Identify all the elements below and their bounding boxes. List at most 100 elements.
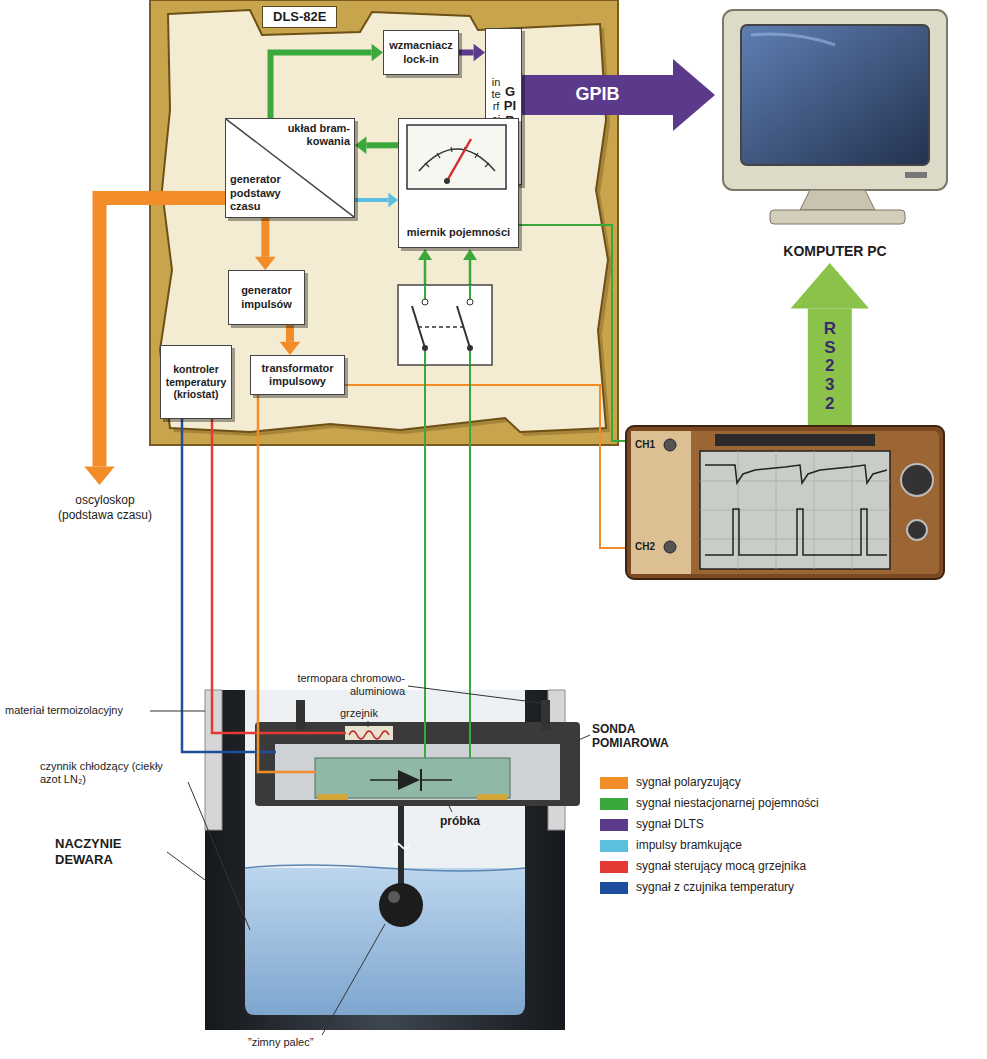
oscilloscope-node <box>631 431 939 574</box>
oscilloscope-node <box>700 451 890 569</box>
legend-swatch <box>600 798 628 810</box>
capacitance-meter-box <box>407 125 506 189</box>
part-label: próbka <box>440 814 500 828</box>
leader-line <box>368 721 369 727</box>
node-text: KOMPUTER PC <box>740 243 930 260</box>
capacitance-meter-box <box>399 119 516 199</box>
signal-arrow <box>355 193 398 207</box>
pulse-transformer-box: transformator impulsowy <box>250 355 345 395</box>
node-text: kontroler temperatury (kriostat) <box>164 363 228 401</box>
signal-wire <box>469 365 471 758</box>
dewar-vessel <box>245 868 525 1015</box>
relay-switch <box>467 299 473 305</box>
computer-node <box>800 190 875 210</box>
oscilloscope-node <box>625 425 945 580</box>
oscilloscope-node <box>715 434 875 446</box>
node-text: CH1 <box>635 439 655 451</box>
leader-line <box>322 924 385 1035</box>
arrow-head <box>791 263 869 309</box>
arrow-head <box>474 44 485 62</box>
signal-wire <box>424 365 426 758</box>
gating-timebase-box: układ bram-kowaniagenerator podstawy cza… <box>225 118 355 218</box>
signal-wire <box>515 225 625 441</box>
oscilloscope-node <box>700 451 890 569</box>
legend-swatch <box>600 777 628 789</box>
legend-swatch <box>600 840 628 852</box>
relay-switch <box>469 350 471 365</box>
oscilloscope-node <box>631 431 691 574</box>
oscilloscope-node <box>901 464 933 496</box>
arrow-head <box>388 193 398 207</box>
signal-arrow <box>459 44 485 62</box>
gating-timebase-box <box>226 119 354 217</box>
signal-arrow <box>522 59 715 131</box>
arrow-head <box>255 257 276 270</box>
oscilloscope-label-node: oscyloskop (podstawa czasu) <box>50 485 160 530</box>
cold-finger <box>379 883 423 927</box>
temperature-controller-box: kontroler temperatury (kriostat) <box>160 345 232 419</box>
oscilloscope-node <box>705 509 887 555</box>
computer-node <box>715 5 965 240</box>
legend-swatch <box>600 882 628 894</box>
signal-arrow <box>791 263 869 425</box>
relay-switch <box>424 350 426 365</box>
signal-arrow <box>271 44 384 118</box>
node-text: generator impulsów <box>232 284 301 310</box>
computer-node <box>723 10 947 190</box>
legend-text: sygnał DLTS <box>636 817 704 831</box>
pulse-generator-box: generator impulsów <box>228 270 305 325</box>
node-text: wzmacniacz lock-in <box>387 39 455 65</box>
leader-line <box>446 800 452 812</box>
node-text: CH2 <box>635 541 655 553</box>
computer-node <box>905 172 927 178</box>
part-label: materiał termoizolacyjny <box>5 704 150 717</box>
node-text: miernik pojemności <box>407 226 510 239</box>
computer-node <box>751 34 835 45</box>
measurement-probe <box>349 731 389 739</box>
signal-arrow <box>808 309 852 425</box>
legend-text: sygnał z czujnika temperatury <box>636 880 794 894</box>
node-text: oscyloskop (podstawa czasu) <box>50 493 160 522</box>
arrow-head <box>673 59 715 131</box>
node-text: transformator impulsowy <box>254 362 341 388</box>
lock-in-amplifier-box: wzmacniacz lock-in <box>383 30 459 75</box>
part-label: czynnik chłodzący (ciekły azot LN₂) <box>40 760 185 786</box>
node-text: DLS-82E <box>262 6 337 28</box>
measurement-probe <box>398 770 420 790</box>
legend-text: sygnał polaryzujący <box>636 775 741 789</box>
signal-arrow <box>459 50 474 56</box>
arrow-head <box>280 342 301 355</box>
relay-switch <box>398 285 492 365</box>
signal-wire <box>182 225 625 772</box>
leader-line <box>167 852 205 880</box>
measurement-probe <box>255 722 580 806</box>
instrument-housing <box>160 10 608 432</box>
measurement-probe <box>477 794 507 800</box>
part-label: termopara chromowo-aluminiowa <box>270 672 405 698</box>
measurement-probe <box>370 779 398 781</box>
leader-line <box>188 782 250 930</box>
signal-arrow <box>522 75 673 115</box>
cold-finger <box>388 891 400 903</box>
signal-wire <box>469 258 472 285</box>
arrow-head <box>355 137 366 155</box>
instrument-frame: DLS-82Ewzmacniacz lock-ininterfejsGPIBuk… <box>150 0 618 445</box>
signal-wire <box>424 258 427 285</box>
oscilloscope-node <box>664 439 676 451</box>
capacitance-meter-box: miernik pojemności <box>398 118 519 248</box>
computer-node: KOMPUTER PC <box>715 5 965 263</box>
signal-arrow <box>366 142 398 148</box>
measurement-probe <box>421 779 452 781</box>
legend-swatch <box>600 861 628 873</box>
oscilloscope-node <box>664 541 676 553</box>
leader-line <box>150 711 205 712</box>
oscilloscope-node <box>626 426 944 579</box>
measurement-probe <box>315 758 510 798</box>
instrument-housing <box>150 0 618 445</box>
relay-switch <box>469 285 471 300</box>
legend-text: impulsy bramkujące <box>636 838 742 852</box>
oscilloscope-node <box>705 465 887 483</box>
dewar-vessel <box>245 865 525 871</box>
measurement-probe <box>318 794 348 800</box>
